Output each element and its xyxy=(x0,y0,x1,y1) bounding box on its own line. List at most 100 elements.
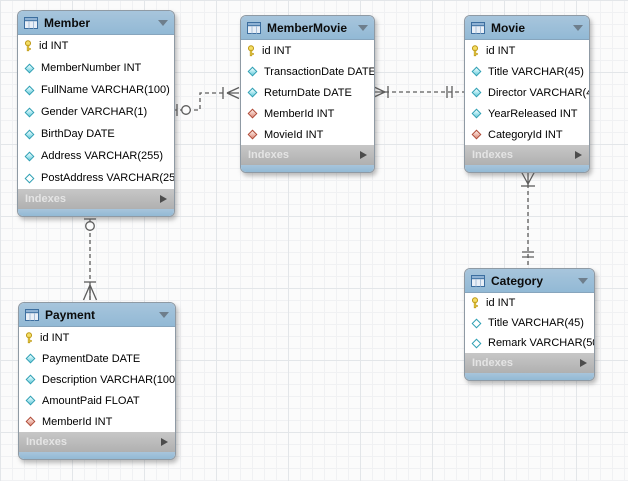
column-row[interactable]: BirthDay DATE xyxy=(18,123,174,145)
column-text: MemberId INT xyxy=(42,415,113,428)
column-list: id INT Title VARCHAR(45) Director VARCHA… xyxy=(465,40,589,145)
table-member[interactable]: Member id INT MemberNumber INT FullName … xyxy=(17,10,175,217)
table-header[interactable]: Member xyxy=(18,11,174,35)
column-row[interactable]: Address VARCHAR(255) xyxy=(18,145,174,167)
column-diamond-icon xyxy=(25,353,36,364)
foreign-key-diamond-icon xyxy=(471,129,482,140)
indexes-label: Indexes xyxy=(26,436,67,448)
column-row[interactable]: Title VARCHAR(45) xyxy=(465,313,594,333)
expand-arrow-icon[interactable] xyxy=(580,359,587,367)
collapse-triangle-icon[interactable] xyxy=(159,311,169,318)
column-diamond-icon xyxy=(25,374,36,385)
column-row[interactable]: Title VARCHAR(45) xyxy=(465,61,589,82)
table-title: Category xyxy=(491,273,544,288)
column-text: MemberNumber INT xyxy=(41,62,142,74)
table-bottom-strip xyxy=(465,165,589,172)
expand-arrow-icon[interactable] xyxy=(360,151,367,159)
table-header[interactable]: MemberMovie xyxy=(241,16,374,40)
column-text: Title VARCHAR(45) xyxy=(488,317,584,329)
column-row[interactable]: FullName VARCHAR(100) xyxy=(18,79,174,101)
column-row[interactable]: PaymentDate DATE xyxy=(19,348,175,369)
column-diamond-icon xyxy=(24,129,35,139)
column-row[interactable]: id INT xyxy=(241,40,374,61)
column-text: Remark VARCHAR(500) xyxy=(488,337,594,349)
column-list: id INT Title VARCHAR(45) Remark VARCHAR(… xyxy=(465,293,594,353)
column-text: Director VARCHAR(45) xyxy=(488,86,589,99)
column-list: id INT PaymentDate DATE Description VARC… xyxy=(19,327,175,432)
column-text: TransactionDate DATE xyxy=(264,65,375,78)
table-icon xyxy=(247,21,261,34)
column-row[interactable]: YearReleased INT xyxy=(465,103,589,124)
column-diamond-icon xyxy=(24,107,35,117)
column-text: Title VARCHAR(45) xyxy=(488,65,584,78)
expand-arrow-icon[interactable] xyxy=(160,195,167,203)
column-list: id INT TransactionDate DATE ReturnDate D… xyxy=(241,40,374,145)
column-row[interactable]: MemberId INT xyxy=(241,103,374,124)
column-row[interactable]: ReturnDate DATE xyxy=(241,82,374,103)
table-category[interactable]: Category id INT Title VARCHAR(45) Remark… xyxy=(464,268,595,381)
column-text: PostAddress VARCHAR(255) xyxy=(41,172,175,184)
table-payment[interactable]: Payment id INT PaymentDate DATE Descript… xyxy=(18,302,176,460)
table-movie[interactable]: Movie id INT Title VARCHAR(45) Director … xyxy=(464,15,590,173)
table-header[interactable]: Movie xyxy=(465,16,589,40)
column-row[interactable]: Director VARCHAR(45) xyxy=(465,82,589,103)
indexes-row[interactable]: Indexes xyxy=(19,432,175,452)
column-text: id INT xyxy=(262,44,292,57)
collapse-triangle-icon[interactable] xyxy=(358,24,368,31)
indexes-row[interactable]: Indexes xyxy=(18,189,174,209)
collapse-triangle-icon[interactable] xyxy=(573,24,583,31)
column-text: id INT xyxy=(486,44,516,57)
column-list: id INT MemberNumber INT FullName VARCHAR… xyxy=(18,35,174,189)
column-nullable-diamond-icon xyxy=(471,318,482,328)
table-title: MemberMovie xyxy=(267,20,348,35)
column-row[interactable]: Gender VARCHAR(1) xyxy=(18,101,174,123)
column-row[interactable]: Remark VARCHAR(500) xyxy=(465,333,594,353)
table-title: Movie xyxy=(491,20,526,35)
column-text: BirthDay DATE xyxy=(41,128,115,140)
column-row[interactable]: MemberNumber INT xyxy=(18,57,174,79)
column-diamond-icon xyxy=(471,87,482,98)
indexes-label: Indexes xyxy=(248,149,289,161)
column-row[interactable]: id INT xyxy=(465,293,594,313)
indexes-label: Indexes xyxy=(25,193,66,205)
relationship-member-payment[interactable] xyxy=(82,218,98,302)
primary-key-icon xyxy=(472,44,478,56)
indexes-row[interactable]: Indexes xyxy=(465,353,594,373)
column-row[interactable]: CategoryId INT xyxy=(465,124,589,145)
table-header[interactable]: Payment xyxy=(19,303,175,327)
relationship-member-membermovie[interactable] xyxy=(173,86,240,116)
foreign-key-diamond-icon xyxy=(25,416,36,427)
column-row[interactable]: TransactionDate DATE xyxy=(241,61,374,82)
table-bottom-strip xyxy=(19,452,175,459)
column-row[interactable]: id INT xyxy=(465,40,589,61)
column-row[interactable]: id INT xyxy=(18,35,174,57)
column-row[interactable]: MovieId INT xyxy=(241,124,374,145)
column-text: MovieId INT xyxy=(264,128,324,141)
relationship-movie-category[interactable] xyxy=(520,171,536,268)
indexes-label: Indexes xyxy=(472,149,513,161)
column-diamond-icon xyxy=(247,66,258,77)
column-row[interactable]: PostAddress VARCHAR(255) xyxy=(18,167,174,189)
column-text: Description VARCHAR(100) xyxy=(42,373,176,386)
column-row[interactable]: MemberId INT xyxy=(19,411,175,432)
column-row[interactable]: id INT xyxy=(19,327,175,348)
expand-arrow-icon[interactable] xyxy=(161,438,168,446)
column-row[interactable]: AmountPaid FLOAT xyxy=(19,390,175,411)
column-text: ReturnDate DATE xyxy=(264,86,352,99)
column-nullable-diamond-icon xyxy=(471,338,482,348)
indexes-row[interactable]: Indexes xyxy=(241,145,374,165)
table-icon xyxy=(25,308,39,321)
column-text: PaymentDate DATE xyxy=(42,352,141,365)
indexes-row[interactable]: Indexes xyxy=(465,145,589,165)
table-title: Member xyxy=(44,15,91,30)
table-membermovie[interactable]: MemberMovie id INT TransactionDate DATE … xyxy=(240,15,375,173)
collapse-triangle-icon[interactable] xyxy=(578,277,588,284)
expand-arrow-icon[interactable] xyxy=(575,151,582,159)
collapse-triangle-icon[interactable] xyxy=(158,19,168,26)
column-text: AmountPaid FLOAT xyxy=(42,394,140,407)
relationship-membermovie-movie[interactable] xyxy=(372,85,464,99)
table-header[interactable]: Category xyxy=(465,269,594,293)
column-row[interactable]: Description VARCHAR(100) xyxy=(19,369,175,390)
